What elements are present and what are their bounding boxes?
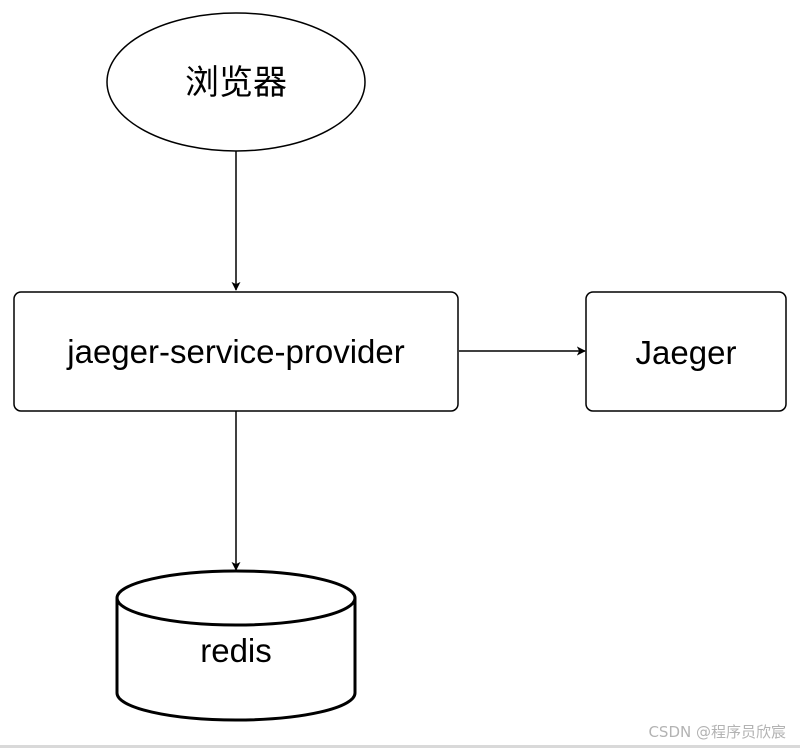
provider-label: jaeger-service-provider — [66, 333, 404, 370]
jaeger-node: Jaeger — [585, 291, 787, 412]
watermark: CSDN @程序员欣宸 — [648, 723, 786, 741]
redis-node: redis — [115, 569, 357, 722]
jaeger-box — [585, 291, 787, 412]
bottom-rule — [0, 745, 800, 748]
redis-label: redis — [200, 632, 272, 669]
redis-cylinder-body — [115, 598, 357, 722]
provider-node: jaeger-service-provider — [13, 291, 459, 412]
browser-label: 浏览器 — [185, 64, 287, 102]
browser-node: 浏览器 — [106, 12, 366, 152]
redis-cylinder-top — [115, 569, 357, 627]
jaeger-label: Jaeger — [636, 334, 737, 371]
